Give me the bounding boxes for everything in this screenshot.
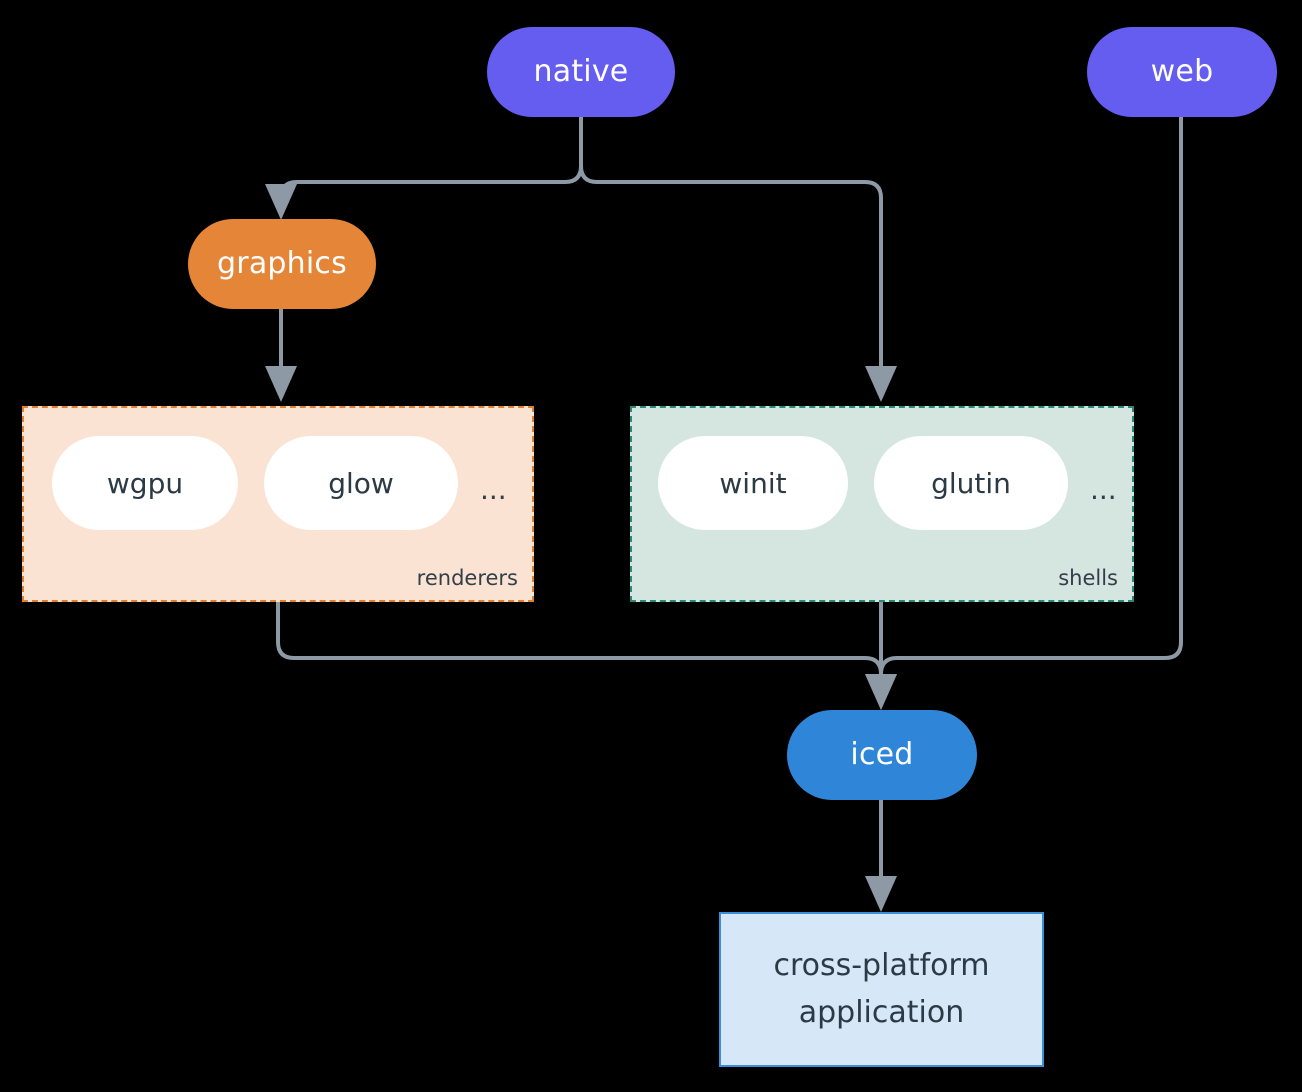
shells-overflow-ellipsis: ... [1090,473,1117,506]
edge-native-split [265,116,583,220]
leaf-wgpu[interactable]: wgpu [52,436,238,530]
edge-renderers-iced [276,602,897,710]
node-web[interactable]: web [1087,27,1277,117]
leaf-wgpu-label: wgpu [106,466,184,500]
node-iced-label: iced [850,737,914,773]
node-application[interactable]: cross-platform application [719,912,1044,1067]
edge-native-shells [579,165,897,402]
group-renderers: wgpu glow ... renderers [22,406,534,602]
leaf-glutin-label: glutin [931,466,1011,500]
group-shells-label: shells [1058,566,1118,590]
node-iced[interactable]: iced [787,710,977,800]
leaf-glutin[interactable]: glutin [874,436,1068,530]
leaf-winit[interactable]: winit [658,436,848,530]
leaf-glow-label: glow [328,466,394,500]
node-graphics[interactable]: graphics [188,219,376,309]
node-web-label: web [1150,54,1214,90]
application-label-line1: cross-platform [773,948,990,983]
leaf-glow[interactable]: glow [264,436,458,530]
renderers-overflow-ellipsis: ... [480,473,507,506]
group-renderers-label: renderers [416,566,518,590]
node-graphics-label: graphics [217,246,347,282]
node-native-label: native [533,54,629,90]
node-native[interactable]: native [487,27,675,117]
application-label-line2: application [798,994,965,1030]
leaf-winit-label: winit [719,466,787,500]
group-shells: winit glutin ... shells [630,406,1134,602]
